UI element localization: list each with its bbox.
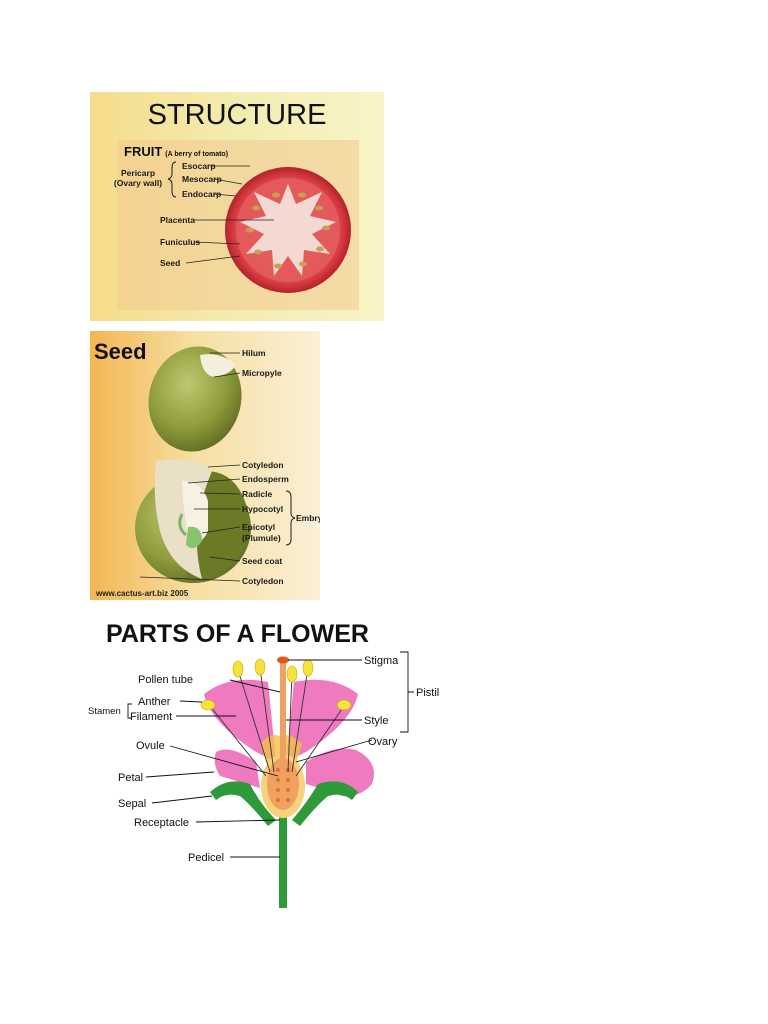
cotyledon-top-label: Cotyledon <box>242 460 284 470</box>
stigma-label: Stigma <box>364 655 399 667</box>
style <box>280 662 286 762</box>
pollen-tube-label: Pollen tube <box>138 674 193 686</box>
sepal-label: Sepal <box>118 798 146 810</box>
fruit-diagram: STRUCTURE FRUIT(A berry of tomato) Peric… <box>90 92 384 321</box>
seed-label: Seed <box>160 258 180 268</box>
hypocotyl-label: Hypocotyl <box>242 504 283 514</box>
seed-panel: Seed Hilum Micropyle Cot <box>90 331 320 600</box>
pedicel-label: Pedicel <box>188 852 224 864</box>
plumule-label: (Plumule) <box>242 533 281 543</box>
mesocarp-label: Mesocarp <box>182 174 222 184</box>
esocarp-label: Esocarp <box>182 161 216 171</box>
stigma <box>277 657 289 664</box>
radicle-label: Radicle <box>242 489 273 499</box>
funiculus-label: Funiculus <box>160 237 200 247</box>
ovary-wall-label: (Ovary wall) <box>114 178 162 188</box>
seed-credit-text: www.cactus-art.biz 2005 <box>95 589 189 598</box>
petal-label: Petal <box>118 772 143 784</box>
seed-diagram: Seed Hilum Micropyle Cot <box>90 331 320 600</box>
seed-coat-label: Seed coat <box>242 556 282 566</box>
fruit-panel-title: STRUCTURE <box>148 99 327 131</box>
pistil-label: Pistil <box>416 687 439 699</box>
style-label: Style <box>364 715 388 727</box>
ovule-label: Ovule <box>136 740 165 752</box>
stamen-label: Stamen <box>88 706 121 717</box>
tomato-cross-section <box>225 167 351 293</box>
fruit-structure-panel: STRUCTURE FRUIT(A berry of tomato) Peric… <box>90 92 384 321</box>
hilum-label: Hilum <box>242 348 266 358</box>
ovary-label: Ovary <box>368 736 398 748</box>
flower-diagram: PARTS OF A FLOWER <box>80 612 460 908</box>
filament-label: Filament <box>130 711 172 723</box>
ovary <box>267 758 299 810</box>
endocarp-label: Endocarp <box>182 189 221 199</box>
pedicel-stem <box>279 817 287 908</box>
cotyledon-bottom-label: Cotyledon <box>242 576 284 586</box>
epicotyl-label: Epicotyl <box>242 522 275 532</box>
pericarp-label: Pericarp <box>121 168 155 178</box>
receptacle-label: Receptacle <box>134 817 189 829</box>
seed-panel-title: Seed <box>94 339 147 364</box>
flower-panel-title: PARTS OF A FLOWER <box>106 620 369 648</box>
micropyle-label: Micropyle <box>242 368 282 378</box>
pistil-bracket <box>400 652 414 732</box>
placenta-label: Placenta <box>160 215 195 225</box>
flower-panel: PARTS OF A FLOWER <box>80 612 460 908</box>
anther-label: Anther <box>138 696 171 708</box>
endosperm-label: Endosperm <box>242 474 289 484</box>
embryo-label: Embryo <box>296 513 320 523</box>
